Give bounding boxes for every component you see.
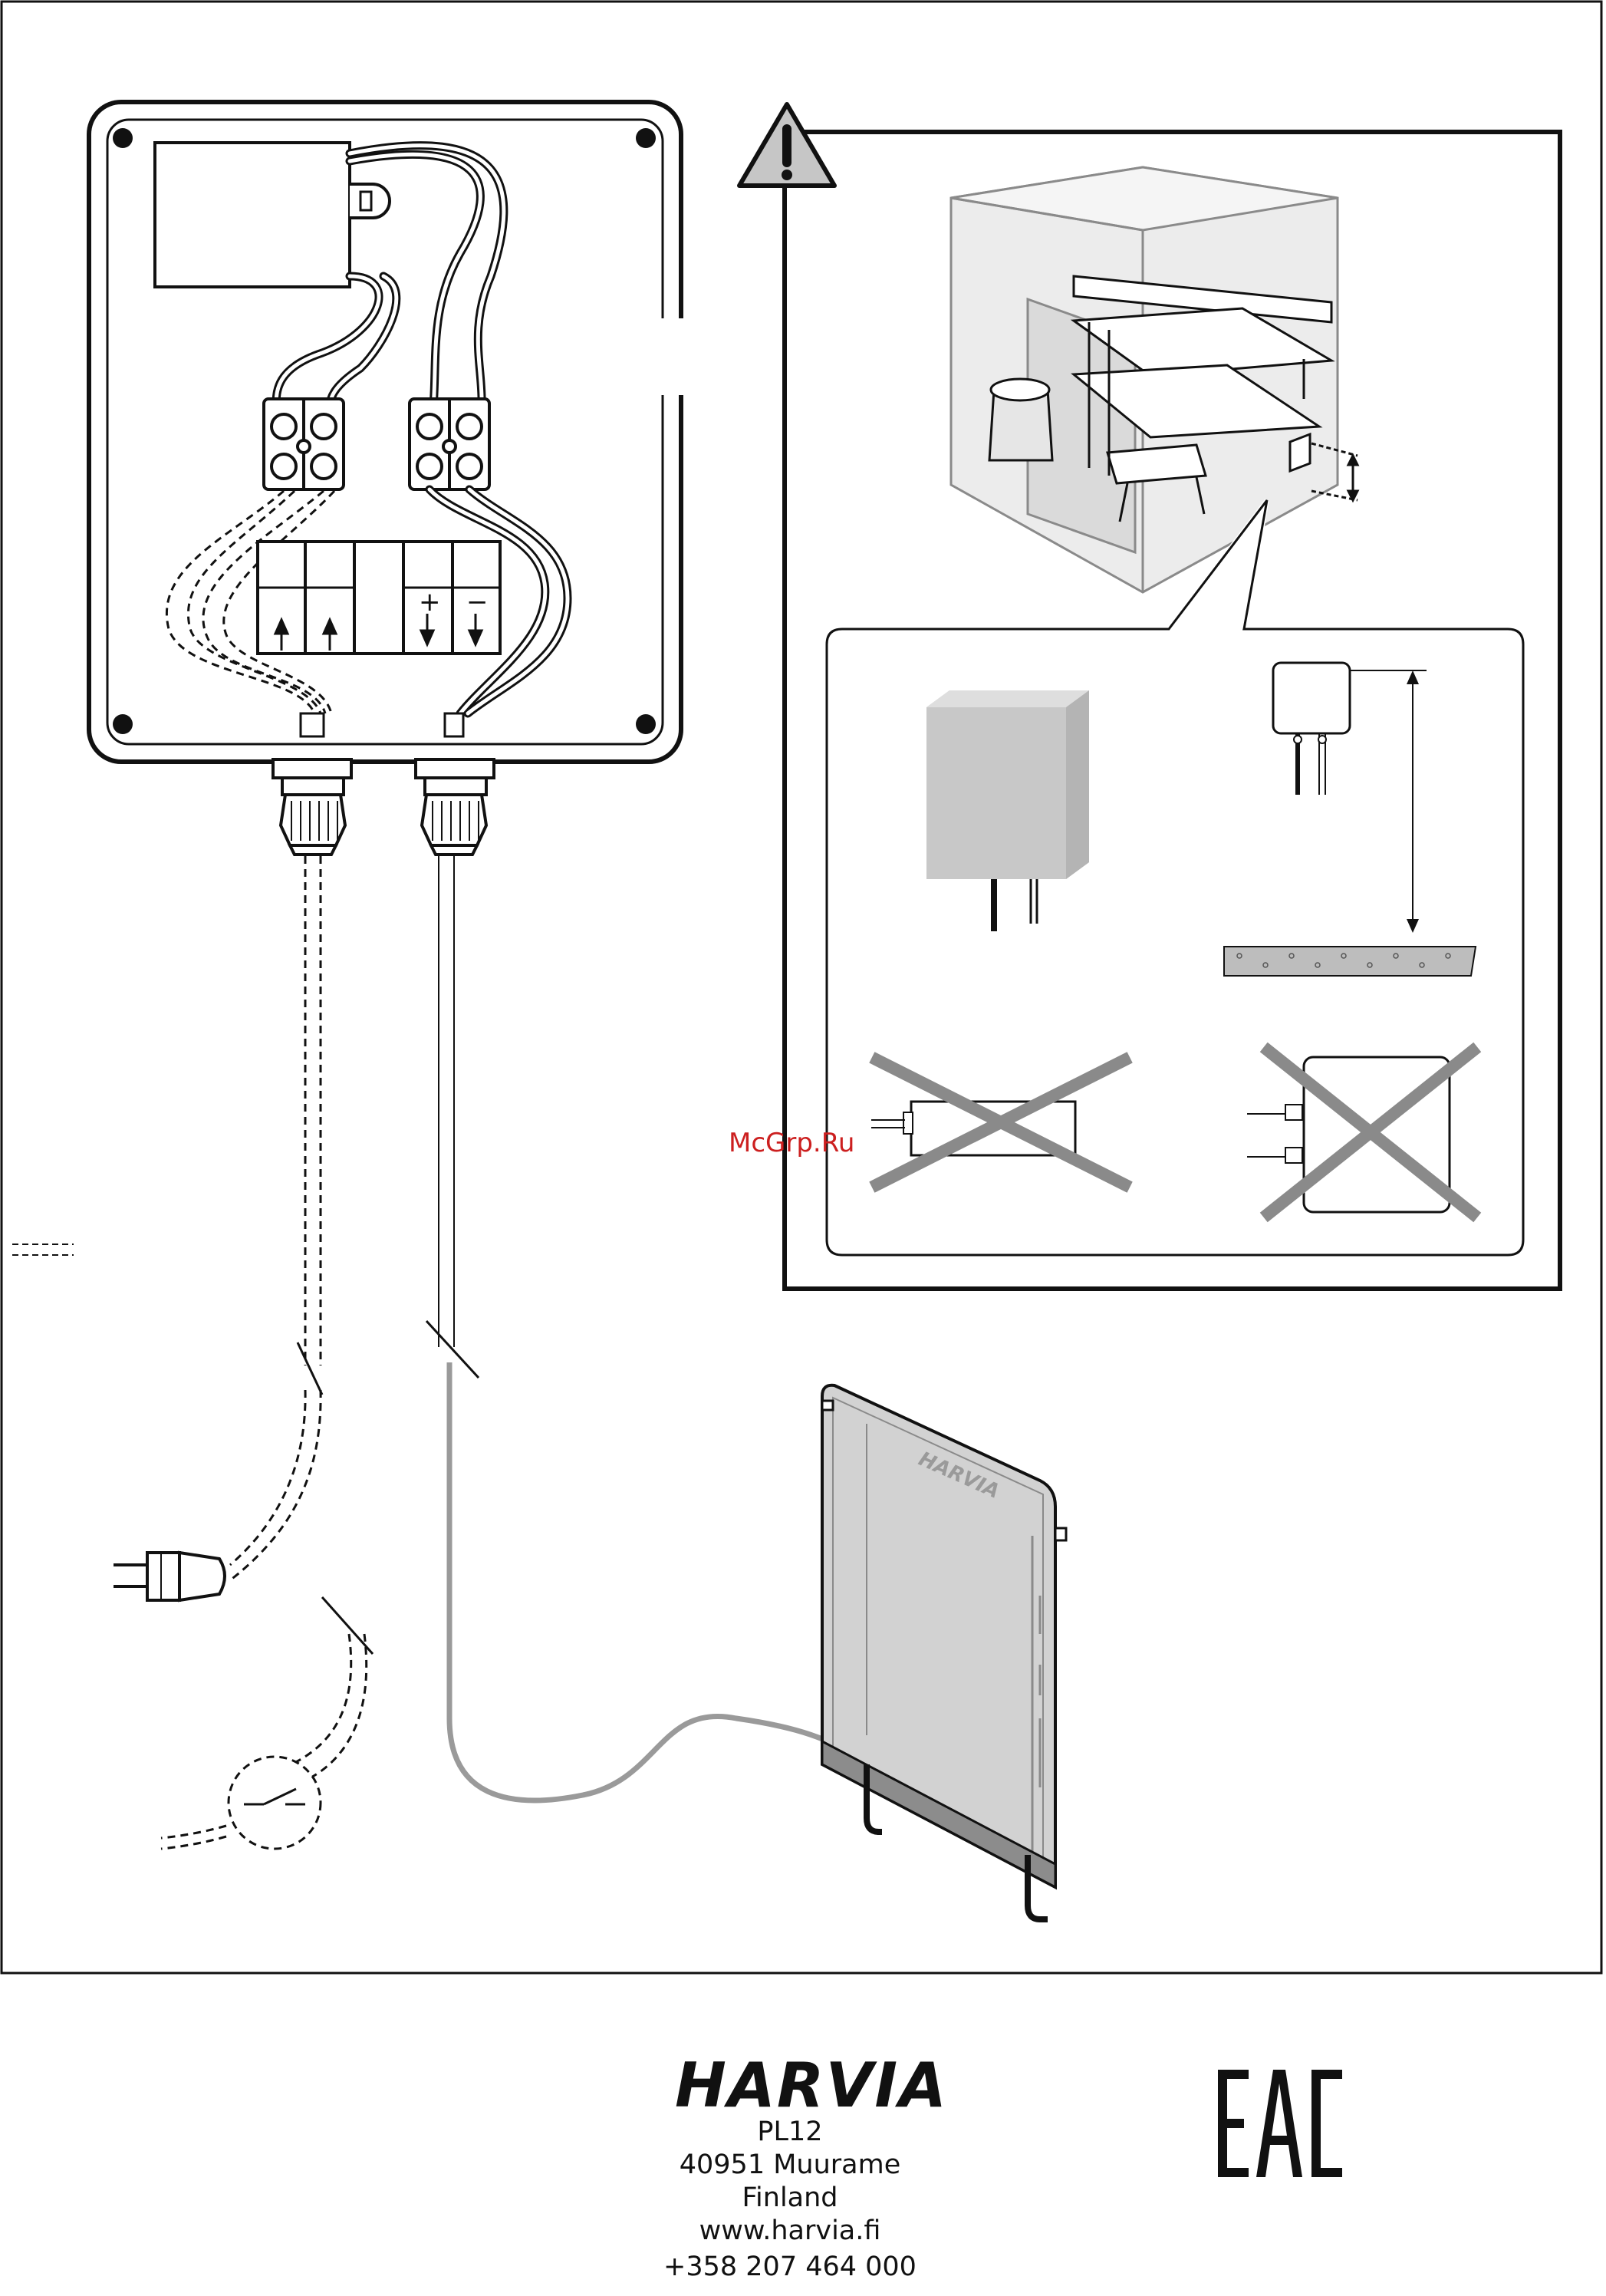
phone-number: +358 207 464 000 xyxy=(591,2251,989,2284)
cable-break-left-2 xyxy=(322,1597,373,1654)
switch-icon xyxy=(229,1757,321,1849)
cable-gland-right xyxy=(416,759,494,855)
plug-icon xyxy=(114,1553,225,1600)
screw-bottom-left xyxy=(113,714,133,734)
transformer xyxy=(155,143,350,287)
power-cable xyxy=(161,856,367,1849)
terminal-block-right xyxy=(410,399,489,489)
screw-bottom-right xyxy=(636,714,656,734)
cable-gland-left xyxy=(273,759,351,855)
harvia-logo: HARVIA xyxy=(675,2050,948,2121)
screw-top-left xyxy=(113,128,133,148)
eac-certification-mark xyxy=(1218,2070,1342,2177)
control-unit xyxy=(258,542,500,654)
website-link[interactable]: www.harvia.fi xyxy=(591,2215,989,2248)
warning-box xyxy=(739,104,1560,1289)
screw-top-right xyxy=(636,128,656,148)
watermark: McGrp.Ru xyxy=(729,1128,854,1158)
cable-break-right xyxy=(426,1321,479,1378)
cable-break-left-1 xyxy=(298,1342,322,1395)
warning-triangle-icon xyxy=(739,104,834,186)
heater-cable xyxy=(439,856,824,1800)
control-box: + − xyxy=(89,102,684,762)
sauna-room xyxy=(951,167,1358,592)
dashed-line-legend xyxy=(12,1244,74,1255)
address-line: Finland xyxy=(591,2182,989,2215)
plus-label: + xyxy=(419,587,441,618)
address-line: PL12 xyxy=(591,2116,989,2149)
terminal-block-left xyxy=(264,399,344,489)
address-block: PL12 40951 Muurame Finland www.harvia.fi xyxy=(591,2116,989,2248)
heating-panel: HARVIA xyxy=(822,1385,1066,1919)
address-line: 40951 Muurame xyxy=(591,2149,989,2182)
minus-label: − xyxy=(466,587,489,618)
